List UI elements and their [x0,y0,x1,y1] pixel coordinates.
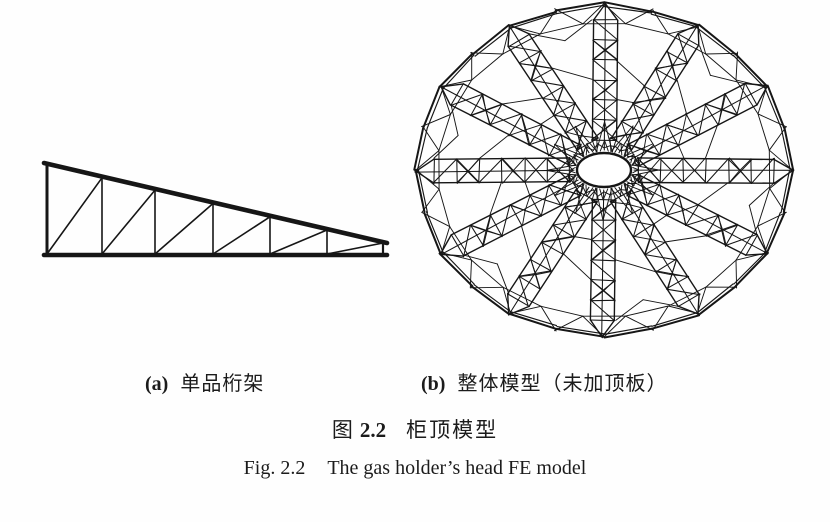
subcaption-a-text: 单品桁架 [180,373,265,395]
figure-caption-zh-label: 图 [331,418,353,442]
subcaption-b-label: (b) [421,373,446,395]
figure-caption-zh-number: 2.2 [359,418,387,442]
figure-caption-en-label: Fig. 2.2 [243,457,306,479]
fe-model-drawing [413,1,795,339]
subcaption-b-text: 整体模型（未加顶板） [457,373,668,395]
subcaption-a: (a) 单品桁架 [145,367,264,396]
figure-caption-en: Fig. 2.2 The gas holder’s head FE model [0,457,830,480]
figure-caption-en-title: The gas holder’s head FE model [327,457,587,479]
subcaption-a-label: (a) [145,373,169,395]
single-truss-drawing [41,160,390,258]
figure-caption-zh-title: 柜顶模型 [406,418,499,442]
subcaption-b: (b) 整体模型（未加顶板） [421,367,667,396]
